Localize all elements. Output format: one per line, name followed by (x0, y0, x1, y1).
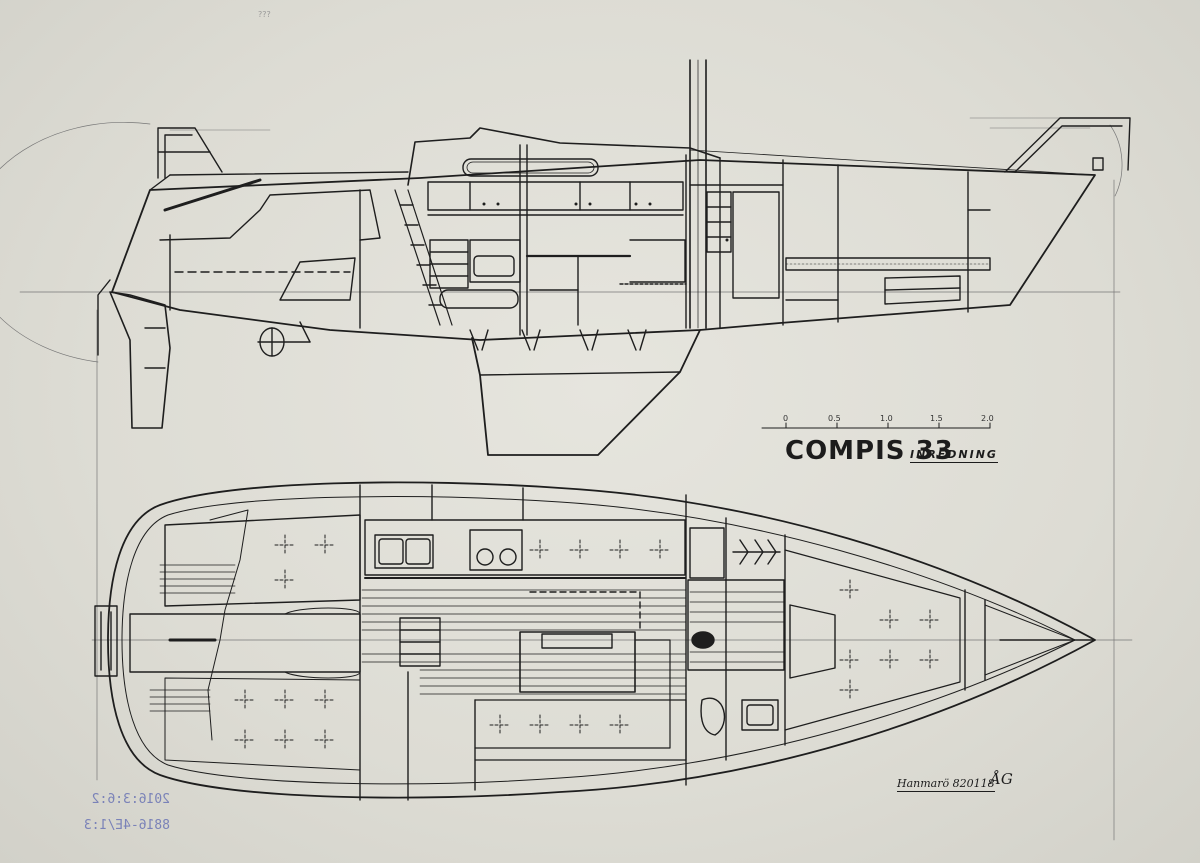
forepeak-berth (784, 549, 961, 731)
cockpit (159, 189, 381, 241)
scale-label-2: 1.0 (880, 414, 893, 423)
signature-initials: ÅG (990, 770, 1013, 788)
pencil-note: ??? (258, 10, 271, 19)
washbasin (741, 699, 779, 731)
scale-label-1: 0.5 (828, 414, 841, 423)
stove-top (469, 529, 523, 571)
mast-step (691, 631, 715, 649)
bow-pulpit (1004, 117, 1131, 173)
sink (374, 534, 434, 569)
berth-markers (234, 534, 941, 751)
archive-stamp-1: 2016:3:6:2 (91, 792, 170, 807)
keel (471, 329, 701, 456)
deckhouse-window (462, 158, 599, 177)
construction-lines (0, 117, 1133, 841)
propeller (257, 321, 311, 357)
drawing-subtitle: INREDNING (910, 448, 998, 463)
stern-pulpit (157, 127, 223, 179)
scale-bar (761, 422, 991, 429)
plan-hull (107, 481, 1096, 799)
stove (469, 239, 521, 283)
head-door (732, 191, 780, 299)
scale-label-3: 1.5 (930, 414, 943, 423)
toilet (700, 697, 725, 736)
plan-view (94, 481, 1096, 801)
upper-lockers (427, 181, 684, 211)
scale-label-0: 0 (783, 414, 789, 423)
scale-label-4: 2.0 (981, 414, 994, 423)
signature-place-date: Hanmarö 820118 (897, 777, 995, 792)
mast (689, 59, 707, 329)
settee (474, 699, 687, 761)
plan-cockpit (129, 613, 361, 673)
profile-view (97, 59, 1131, 456)
galley-counter (364, 519, 686, 576)
rudder (109, 291, 171, 429)
archive-stamp-2: 8816-4E/1:3 (83, 818, 170, 833)
saloon-table-plan (519, 631, 636, 693)
profile-hull (111, 159, 1096, 341)
drawing-title: COMPIS 33 (785, 436, 954, 466)
